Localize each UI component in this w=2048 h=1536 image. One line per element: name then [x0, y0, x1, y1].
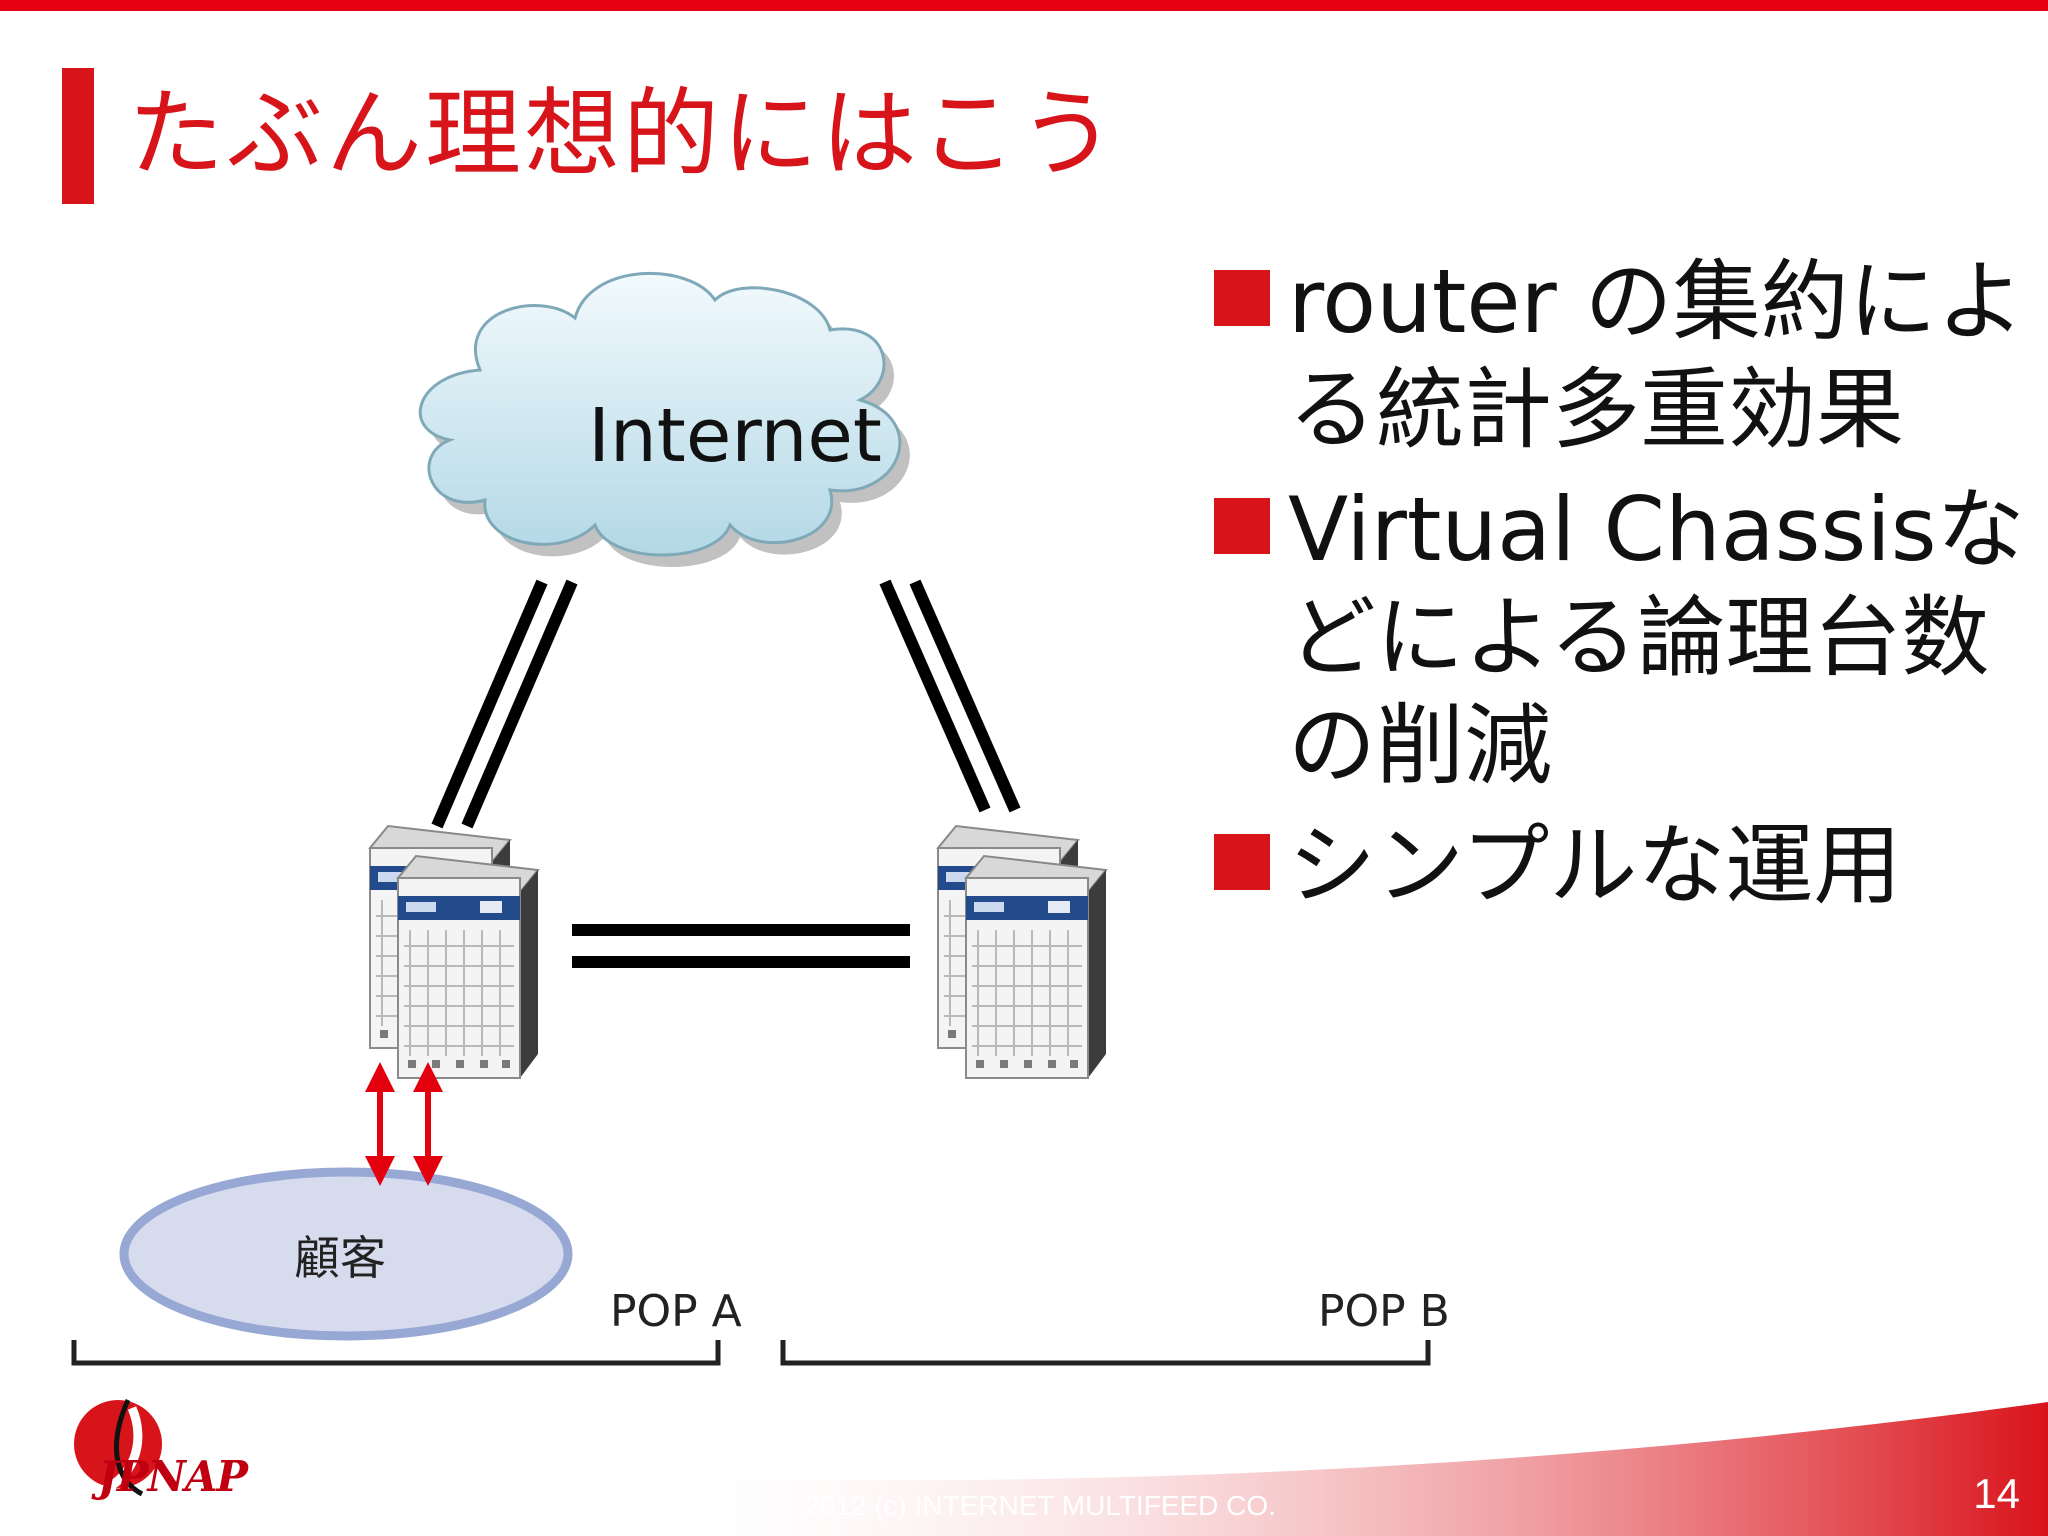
link-internet-pop-a: [431, 579, 578, 829]
customer-label: 顧客: [294, 1231, 386, 1285]
top-accent-rule: [0, 0, 2048, 11]
pop-a-label: POP A: [610, 1286, 742, 1337]
cloud-icon: [418, 271, 910, 567]
footer-brand: JPNAP: [98, 1452, 248, 1501]
bullet-item: シンプルな運用: [1210, 812, 2040, 920]
page-number: 14: [1973, 1470, 2020, 1517]
router-chassis-icon: [369, 825, 539, 1079]
bullet-text: Virtual Chassisなどによる論理台数の削減: [1288, 478, 2025, 797]
link-internet-pop-b: [879, 579, 1021, 813]
bullet-square-icon: [1214, 270, 1270, 326]
pop-b-bracket: [780, 1340, 1431, 1366]
link-pop-a-pop-b: [572, 924, 910, 968]
jpnap-logo-icon: [74, 1398, 162, 1499]
bullet-square-icon: [1214, 498, 1270, 554]
pop-b-label: POP B: [1318, 1286, 1450, 1337]
bullet-text: router の集約による統計多重効果: [1288, 250, 2025, 461]
bullet-square-icon: [1214, 834, 1270, 890]
footer-swell: [0, 1402, 2048, 1536]
pop-a-bracket: [71, 1340, 721, 1366]
bullet-text: シンプルな運用: [1288, 814, 1902, 917]
customer-ellipse: [119, 1167, 573, 1341]
title-accent-bar: [62, 68, 94, 204]
internet-label: Internet: [588, 393, 882, 479]
router-chassis-icon: [937, 825, 1107, 1079]
bullet-item: router の集約による統計多重効果: [1210, 248, 2040, 464]
double-arrow-icon: [365, 1062, 443, 1186]
slide-title: たぶん理想的にはこう: [128, 78, 1118, 190]
copyright-text: 2012 (c) INTERNET MULTIFEED CO.: [804, 1490, 1276, 1521]
bullet-list: router の集約による統計多重効果 Virtual Chassisなどによる…: [1210, 248, 2040, 932]
bullet-item: Virtual Chassisなどによる論理台数の削減: [1210, 476, 2040, 800]
